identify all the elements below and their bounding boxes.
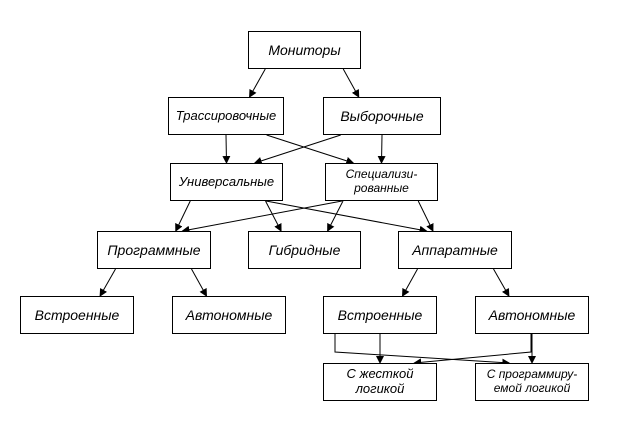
node-hardware-standalone: Автономные bbox=[475, 296, 589, 334]
edge-monitors-to-tracing bbox=[249, 68, 266, 98]
node-specialized: Специализи- рованные bbox=[325, 163, 438, 201]
edge-software-to-software-builtin bbox=[99, 268, 116, 297]
node-hybrid: Гибридные bbox=[248, 231, 361, 269]
node-universal: Универсальные bbox=[170, 163, 283, 201]
node-hardware: Аппаратные bbox=[398, 231, 512, 269]
edge-tracing-to-universal bbox=[222, 134, 231, 164]
edge-universal-to-hybrid bbox=[265, 200, 282, 232]
node-sampling: Выборочные bbox=[323, 97, 441, 135]
node-software-builtin: Встроенные bbox=[20, 296, 134, 334]
edge-universal-to-software bbox=[175, 200, 191, 232]
edge-specialized-to-hybrid bbox=[327, 200, 344, 232]
node-hardware-builtin: Встроенные bbox=[323, 296, 437, 334]
edge-sampling-to-specialized bbox=[377, 134, 386, 164]
edge-tracing-to-specialized bbox=[266, 134, 355, 165]
node-software: Программные bbox=[97, 231, 211, 269]
edge-software-to-software-standalone bbox=[191, 268, 207, 297]
edge-hardware-builtin-to-programmable-logic bbox=[334, 334, 511, 367]
edge-specialized-to-software bbox=[181, 200, 343, 234]
edge-hardware-standalone-to-hardwired-logic bbox=[413, 334, 532, 367]
node-hardwired-logic: С жесткой логикой bbox=[323, 363, 437, 401]
node-tracing: Трассировочные bbox=[168, 97, 284, 135]
node-programmable-logic: С программиру- емой логикой bbox=[475, 363, 589, 401]
edge-universal-to-hardware bbox=[265, 200, 428, 234]
edge-hardware-to-hardware-builtin bbox=[402, 268, 418, 297]
edge-sampling-to-universal bbox=[253, 134, 341, 165]
edge-hardware-to-hardware-standalone bbox=[493, 268, 510, 297]
edge-specialized-to-hardware bbox=[417, 200, 434, 232]
node-monitors: Мониторы bbox=[248, 31, 361, 69]
edge-monitors-to-sampling bbox=[342, 68, 360, 98]
node-software-standalone: Автономные bbox=[172, 296, 286, 334]
